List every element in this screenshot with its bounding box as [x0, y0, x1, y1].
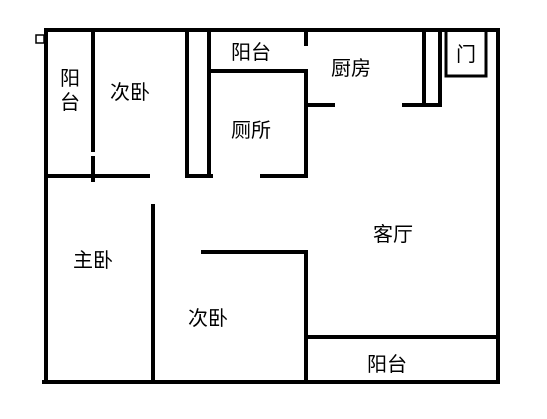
room-label-living-room: 客厅 — [373, 222, 413, 246]
room-label-door: 门 — [456, 42, 476, 66]
corner-mark — [35, 34, 45, 44]
room-label-balcony-top: 阳台 — [231, 40, 271, 64]
room-label-second-bedroom-bottom: 次卧 — [188, 306, 228, 330]
door-box: 门 — [446, 33, 486, 75]
wall-door-box — [444, 30, 488, 78]
room-label-balcony-bottom: 阳台 — [367, 352, 407, 376]
room-label-balcony-left: 阳台 — [60, 66, 80, 114]
room-label-kitchen: 厨房 — [331, 56, 371, 80]
room-label-toilet: 厕所 — [231, 118, 271, 142]
room-label-second-bedroom-top: 次卧 — [110, 80, 150, 104]
room-label-master-bedroom: 主卧 — [73, 248, 113, 272]
